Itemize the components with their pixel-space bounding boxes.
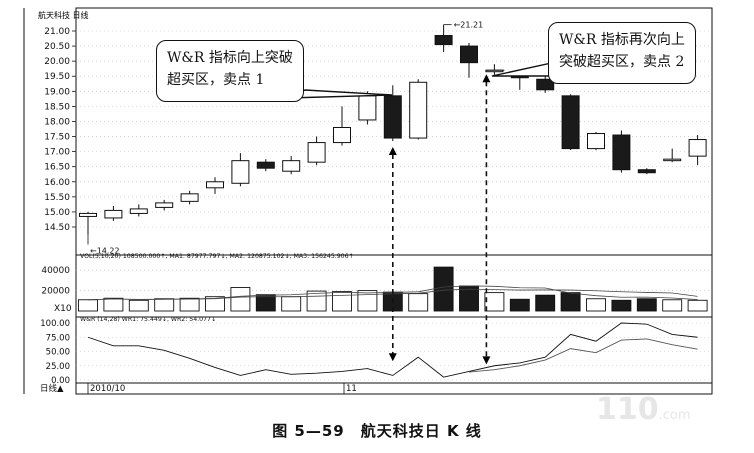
price-tick-label: 18.50: [44, 102, 70, 112]
wr-panel: W&R (14,28) WR1: 75.449↓, WR2: 54.077↓ 10…: [40, 316, 712, 386]
wr-tick-label: 75.00: [46, 333, 70, 343]
volume-bar: [535, 294, 556, 312]
volume-bar: [408, 293, 429, 312]
wr-tick-label: 50.00: [46, 348, 70, 358]
candle-body: [79, 212, 97, 217]
price-axis-label: 航天科技 日线: [38, 10, 89, 20]
candle-body: [129, 208, 148, 214]
candle-body: [282, 160, 301, 172]
volume-bar: [205, 296, 225, 312]
price-tick-label: 19.50: [44, 72, 70, 82]
volume-bar: [357, 290, 378, 312]
wr-tick-label: 0.00: [51, 376, 70, 386]
volume-bar: [560, 292, 581, 312]
volume-bar: [662, 299, 683, 312]
candle-body: [460, 45, 478, 64]
candle-body: [409, 81, 428, 139]
volume-bar: [179, 297, 200, 312]
volume-bar: [128, 299, 149, 312]
candle-body: [231, 160, 250, 184]
volume-bar: [78, 299, 98, 312]
price-tick-label: 17.50: [44, 133, 70, 143]
candle-body: [206, 181, 224, 189]
volume-tick-label: 40000: [41, 266, 70, 276]
volume-bar: [509, 298, 530, 312]
price-tick-label: 14.50: [44, 223, 70, 233]
candle-body: [612, 134, 631, 171]
candle-body: [434, 35, 453, 46]
outer-border: [75, 7, 713, 395]
price-panel: 21.00 20.50 20.00 19.50 19.00 18.50 18.00 17.50…: [44, 21, 712, 256]
sell-signal-arrow-2-head-down: [482, 356, 491, 365]
price-tick-label: 15.50: [44, 193, 70, 203]
volume-tick-label: 20000: [41, 287, 70, 297]
callout-sell-point-2: W&R 指标再次向上突破超买区，卖点 2: [548, 22, 696, 84]
price-tick-label: 16.00: [44, 178, 70, 188]
candle-body: [333, 126, 351, 144]
signal-arrows: [287, 61, 568, 365]
wr-title: W&R (14,28) WR1: 75.449↓, WR2: 54.077↓: [80, 316, 216, 323]
chart-frame: [23, 7, 713, 395]
wr-tick-label: 100.00: [40, 319, 70, 329]
volume-bar: [255, 294, 276, 312]
price-tick-label: 21.00: [44, 27, 70, 37]
volume-bar: [611, 299, 632, 312]
candle-body: [536, 78, 555, 91]
candle-body: [307, 142, 326, 163]
max-price-label: ←21.21: [454, 21, 484, 30]
volume-unit-label: X10: [54, 304, 72, 314]
volume-bar: [230, 287, 251, 312]
price-tick-label: 20.00: [44, 57, 70, 67]
volume-bar: [281, 296, 302, 312]
price-tick-label: 17.00: [44, 148, 70, 158]
min-price-label: ←14.22: [90, 247, 120, 256]
price-tick-label: 19.00: [44, 87, 70, 97]
figure-caption: 图 5—59 航天科技日 K 线: [272, 422, 482, 440]
candle-body: [256, 161, 275, 169]
volume-bar: [484, 292, 505, 312]
price-tick-label: 16.50: [44, 163, 70, 173]
candle-body: [637, 169, 656, 174]
date-axis-label: 日线▲: [40, 383, 64, 394]
volume-bar: [687, 299, 708, 312]
watermark-logo: 110.com: [596, 392, 691, 427]
volume-bar: [433, 266, 454, 312]
volume-bar: [636, 298, 657, 312]
price-tick-label: 15.00: [44, 208, 70, 218]
candle-body: [688, 139, 707, 157]
volume-bar: [154, 298, 175, 312]
candle-body: [561, 95, 580, 150]
volume-bar: [586, 298, 606, 312]
candle-body: [104, 209, 123, 219]
sell-signal-arrow-1-head-down: [388, 353, 397, 362]
wr-tick-label: 25.00: [46, 362, 70, 372]
date-tick-label: 11: [346, 384, 357, 394]
candle-body: [663, 158, 682, 162]
wr2-line: [468, 338, 698, 373]
candle-body: [383, 95, 402, 139]
sell-signal-arrow-1-head-up: [388, 147, 397, 156]
date-tick-label: 2010/10: [90, 384, 125, 394]
wr1-line: [87, 322, 698, 378]
price-tick-label: 20.50: [44, 42, 70, 52]
date-axis: 日线▲ 2010/10 11: [40, 383, 357, 394]
volume-bar: [103, 297, 124, 312]
candle-body: [358, 95, 377, 121]
candle-body: [180, 193, 199, 202]
volume-panel: VOL(5,10,20) 108500.000↑, MA1: 87977.797…: [41, 253, 712, 314]
sell-signal-arrow-2-head-up: [482, 74, 491, 83]
candle-body: [155, 202, 174, 208]
price-tick-label: 18.00: [44, 117, 70, 127]
callout-sell-point-1: W&R 指标向上突破超买区，卖点 1: [156, 40, 304, 102]
candle-body: [587, 133, 605, 150]
volume-title: VOL(5,10,20) 108500.000↑, MA1: 87977.797…: [80, 253, 354, 260]
volume-bar: [332, 291, 352, 312]
